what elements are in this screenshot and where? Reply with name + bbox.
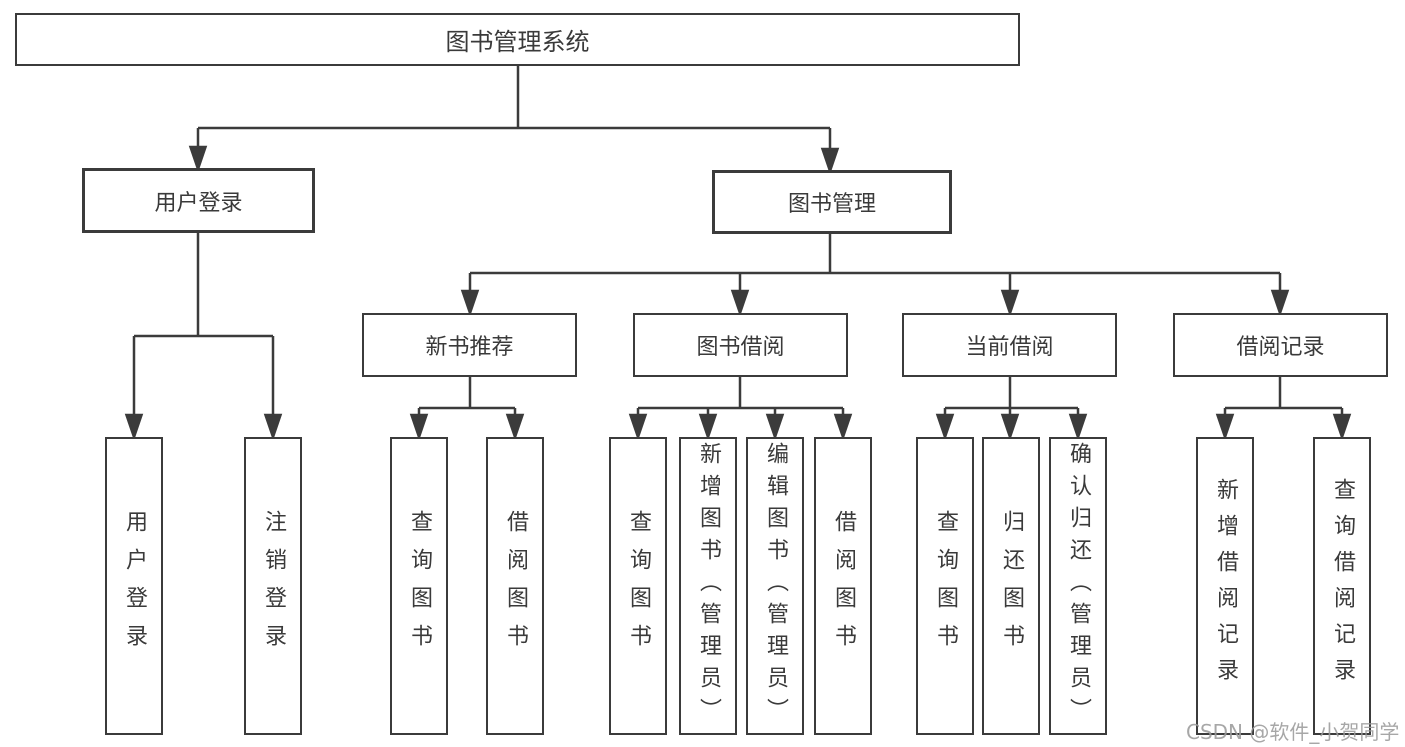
- node-label: 借阅记录: [1236, 335, 1325, 360]
- csdn-watermark: CSDN @软件_小贺同学: [1186, 720, 1400, 744]
- leaf-borrow-book-recommend: 借阅图书: [486, 437, 544, 735]
- node-label: 用户登录: [154, 190, 243, 216]
- leaf-edit-book-admin: 编辑图书（管理员）: [746, 437, 804, 735]
- node-label: 查询图书: [407, 510, 432, 662]
- node-book-management: 图书管理: [712, 170, 952, 234]
- connector-root-to-level2: [188, 66, 840, 175]
- node-label: 新增借阅记录: [1213, 478, 1238, 694]
- node-current-borrowing: 当前借阅: [902, 313, 1117, 377]
- connector-bookmgmt-to-level3: [460, 234, 1290, 317]
- connector-borrow-to-leaves: [628, 377, 853, 441]
- node-label: 查询图书: [933, 510, 958, 662]
- node-new-book-recommendation: 新书推荐: [362, 313, 577, 377]
- leaf-query-borrow-record: 查询借阅记录: [1313, 437, 1371, 735]
- node-label: 借阅图书: [503, 510, 528, 662]
- connector-record-to-leaves: [1215, 377, 1352, 441]
- leaf-query-book-borrow: 查询图书: [609, 437, 667, 735]
- node-library-management-system: 图书管理系统: [15, 13, 1020, 66]
- leaf-query-book-recommend: 查询图书: [390, 437, 448, 735]
- node-label: 新增图书（管理员）: [696, 442, 721, 730]
- node-borrowing-records: 借阅记录: [1173, 313, 1388, 377]
- leaf-add-book-admin: 新增图书（管理员）: [679, 437, 737, 735]
- leaf-borrow-book: 借阅图书: [814, 437, 872, 735]
- connector-userlogin-to-leaves: [124, 233, 283, 441]
- node-label: 图书管理系统: [445, 28, 590, 56]
- node-user-login: 用户登录: [82, 168, 315, 233]
- leaf-add-borrow-record: 新增借阅记录: [1196, 437, 1254, 735]
- node-label: 新书推荐: [425, 335, 514, 360]
- node-label: 当前借阅: [965, 335, 1054, 360]
- node-label: 用户登录: [122, 510, 147, 662]
- node-label: 查询图书: [626, 510, 651, 662]
- connector-current-to-leaves: [935, 377, 1088, 441]
- node-label: 图书管理: [787, 192, 876, 217]
- node-label: 编辑图书（管理员）: [763, 442, 788, 730]
- leaf-logout: 注销登录: [244, 437, 302, 735]
- leaf-query-book-current: 查询图书: [916, 437, 974, 735]
- node-label: 借阅图书: [831, 510, 856, 662]
- leaf-user-login: 用户登录: [105, 437, 163, 735]
- leaf-confirm-return-admin: 确认归还（管理员）: [1049, 437, 1107, 735]
- node-label: 归还图书: [999, 510, 1024, 662]
- node-book-borrowing: 图书借阅: [633, 313, 848, 377]
- node-label: 注销登录: [261, 510, 286, 662]
- leaf-return-book: 归还图书: [982, 437, 1040, 735]
- node-label: 图书借阅: [696, 335, 785, 360]
- node-label: 确认归还（管理员）: [1066, 442, 1091, 730]
- node-label: 查询借阅记录: [1330, 478, 1355, 694]
- connector-newbook-to-leaves: [409, 377, 525, 441]
